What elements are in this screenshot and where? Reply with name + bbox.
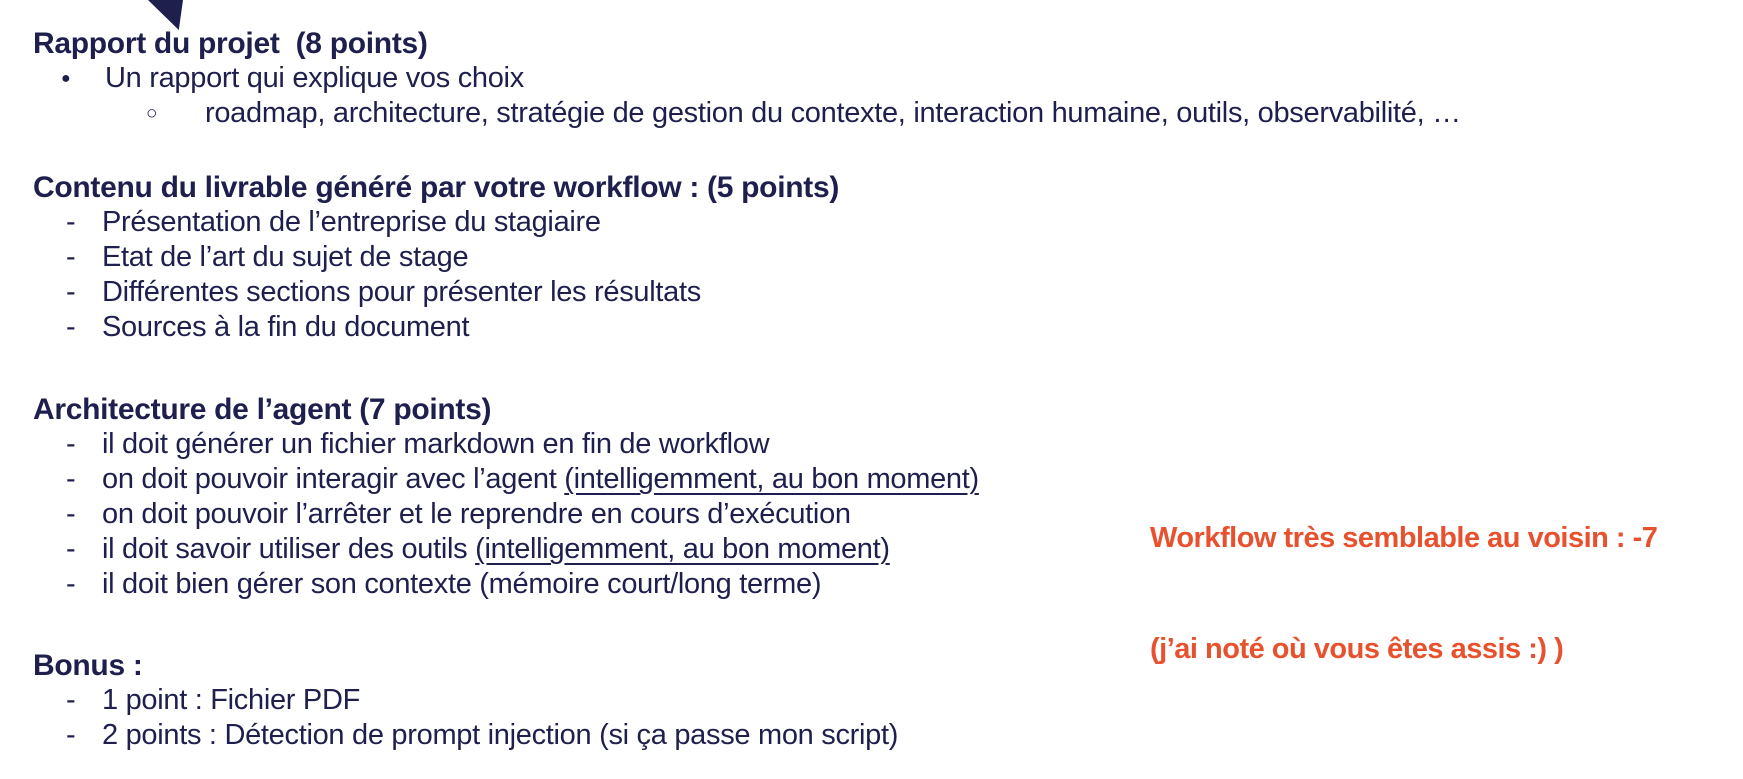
list-item-text: il doit savoir utiliser des outils (inte… <box>102 532 890 567</box>
list-item-text: on doit pouvoir interagir avec l’agent (… <box>102 462 979 497</box>
list-item: - il doit bien gérer son contexte (mémoi… <box>33 567 1593 602</box>
section-rapport-du-projet: Rapport du projet (8 points) ● Un rappor… <box>33 26 1593 131</box>
grader-comment: Workflow très semblable au voisin : -7 (… <box>1150 446 1658 705</box>
dash-bullet-icon: - <box>66 241 76 273</box>
dash-bullet-icon: - <box>66 498 76 530</box>
list-item: - on doit pouvoir l’arrêter et le repren… <box>33 497 1593 532</box>
list-item: - Etat de l’art du sujet de stage <box>33 240 1593 275</box>
section-heading: Contenu du livrable généré par votre wor… <box>33 171 840 204</box>
section-heading: Architecture de l’agent (7 points) <box>33 393 492 426</box>
list-item-text: il doit bien gérer son contexte (mémoire… <box>102 568 822 600</box>
list-item-text: roadmap, architecture, stratégie de gest… <box>205 97 1461 129</box>
section-architecture-agent: Architecture de l’agent (7 points) - il … <box>33 392 1593 602</box>
section-heading: Bonus : <box>33 649 143 682</box>
section-heading: Rapport du projet (8 points) <box>33 27 428 60</box>
dash-bullet-icon: - <box>66 684 76 716</box>
underlined-text: (intelligemment, au bon moment) <box>475 533 890 565</box>
list-item-text: Sources à la fin du document <box>102 311 470 343</box>
list-item: ● Un rapport qui explique vos choix <box>33 61 1593 96</box>
list-item-text: Etat de l’art du sujet de stage <box>102 241 469 273</box>
list-item: - on doit pouvoir interagir avec l’agent… <box>33 462 1593 497</box>
disc-bullet-icon: ● <box>61 70 71 87</box>
list-item-text-prefix: il doit savoir utiliser des outils <box>102 533 476 565</box>
section-bonus: Bonus : - 1 point : Fichier PDF - 2 poin… <box>33 648 1593 753</box>
list-item-text: Présentation de l’entreprise du stagiair… <box>102 206 601 238</box>
list-item: - 1 point : Fichier PDF <box>33 683 1593 718</box>
grader-comment-line: Workflow très semblable au voisin : -7 <box>1150 522 1658 554</box>
list-item-text-prefix: on doit pouvoir interagir avec l’agent <box>102 463 565 495</box>
section-contenu-du-livrable: Contenu du livrable généré par votre wor… <box>33 170 1593 345</box>
list-item: - il doit générer un fichier markdown en… <box>33 427 1593 462</box>
list-item: - 2 points : Détection de prompt injecti… <box>33 718 1593 753</box>
dash-bullet-icon: - <box>66 533 76 565</box>
list-item-text: 2 points : Détection de prompt injection… <box>102 719 899 751</box>
list-item-text: Un rapport qui explique vos choix <box>105 62 524 94</box>
dash-bullet-icon: - <box>66 206 76 238</box>
grader-comment-line: (j’ai noté où vous êtes assis :) ) <box>1150 633 1564 665</box>
list-item: - il doit savoir utiliser des outils (in… <box>33 532 1593 567</box>
circle-bullet-icon: ○ <box>146 103 158 124</box>
underlined-text: (intelligemment, au bon moment) <box>564 463 979 495</box>
list-item-text: on doit pouvoir l’arrêter et le reprendr… <box>102 498 851 530</box>
dash-bullet-icon: - <box>66 568 76 600</box>
slide-body: Rapport du projet (8 points) ● Un rappor… <box>33 26 1593 753</box>
dash-bullet-icon: - <box>66 463 76 495</box>
list-item-text: il doit générer un fichier markdown en f… <box>102 428 770 460</box>
dash-bullet-icon: - <box>66 719 76 751</box>
list-item-text: Différentes sections pour présenter les … <box>102 276 701 308</box>
dash-bullet-icon: - <box>66 428 76 460</box>
list-item: - Sources à la fin du document <box>33 310 1593 345</box>
list-item: - Différentes sections pour présenter le… <box>33 275 1593 310</box>
dash-bullet-icon: - <box>66 311 76 343</box>
list-item: ○ roadmap, architecture, stratégie de ge… <box>33 96 1593 131</box>
list-item: - Présentation de l’entreprise du stagia… <box>33 205 1593 240</box>
dash-bullet-icon: - <box>66 276 76 308</box>
list-item-text: 1 point : Fichier PDF <box>102 684 361 716</box>
